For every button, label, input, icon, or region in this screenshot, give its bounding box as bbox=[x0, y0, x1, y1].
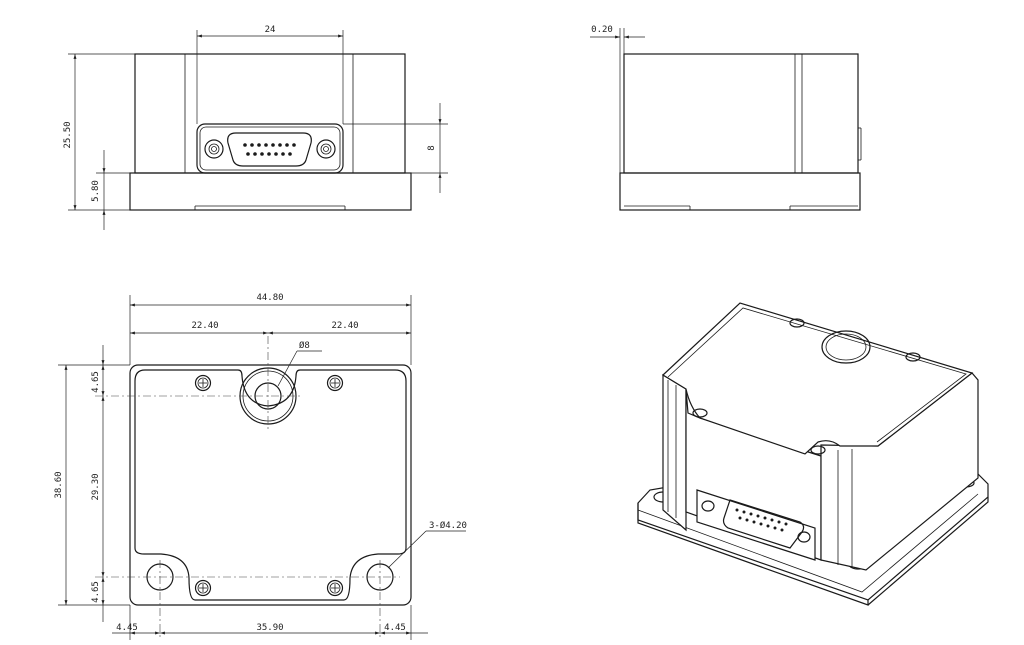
dim-center-hole-dia: Ø8 bbox=[299, 340, 310, 351]
d-sub-connector bbox=[196, 123, 344, 174]
dim-front-width: 24 bbox=[265, 25, 276, 35]
dim-bottom-width: 44.80 bbox=[256, 293, 283, 303]
dim-right-offset: 4.45 bbox=[384, 623, 406, 633]
front-base bbox=[129, 172, 412, 211]
dim-left-offset: 4.45 bbox=[116, 623, 138, 633]
dim-bottom-offset: 4.65 bbox=[91, 581, 101, 603]
side-housing bbox=[623, 53, 859, 174]
bottom-view: 44.80 22.40 22.40 Ø8 38.60 4.65 29.30 4.… bbox=[54, 293, 467, 640]
dim-bottom-depth: 38.60 bbox=[54, 471, 64, 498]
bottom-outline bbox=[129, 364, 412, 606]
dim-top-offset: 4.65 bbox=[91, 371, 101, 393]
dim-half-right: 22.40 bbox=[331, 321, 358, 331]
side-view: 0.20 bbox=[590, 25, 862, 211]
dim-half-left: 22.40 bbox=[191, 321, 218, 331]
dim-front-height: 25.50 bbox=[63, 121, 73, 148]
dim-holes-note: 3-Ø4.20 bbox=[429, 520, 467, 531]
dim-hole-span: 35.90 bbox=[256, 623, 283, 633]
dim-base-height: 5.80 bbox=[91, 180, 101, 202]
bottom-inner-outline bbox=[134, 369, 407, 601]
side-base bbox=[619, 172, 861, 211]
dim-side-gap: 0.20 bbox=[591, 25, 613, 35]
screw-heads bbox=[194, 374, 344, 597]
dim-connector-height: 8 bbox=[427, 145, 437, 150]
front-view: 24 25.50 5.80 8 bbox=[63, 25, 448, 230]
dim-mid-span: 29.30 bbox=[91, 473, 101, 500]
isometric-view bbox=[637, 302, 989, 606]
